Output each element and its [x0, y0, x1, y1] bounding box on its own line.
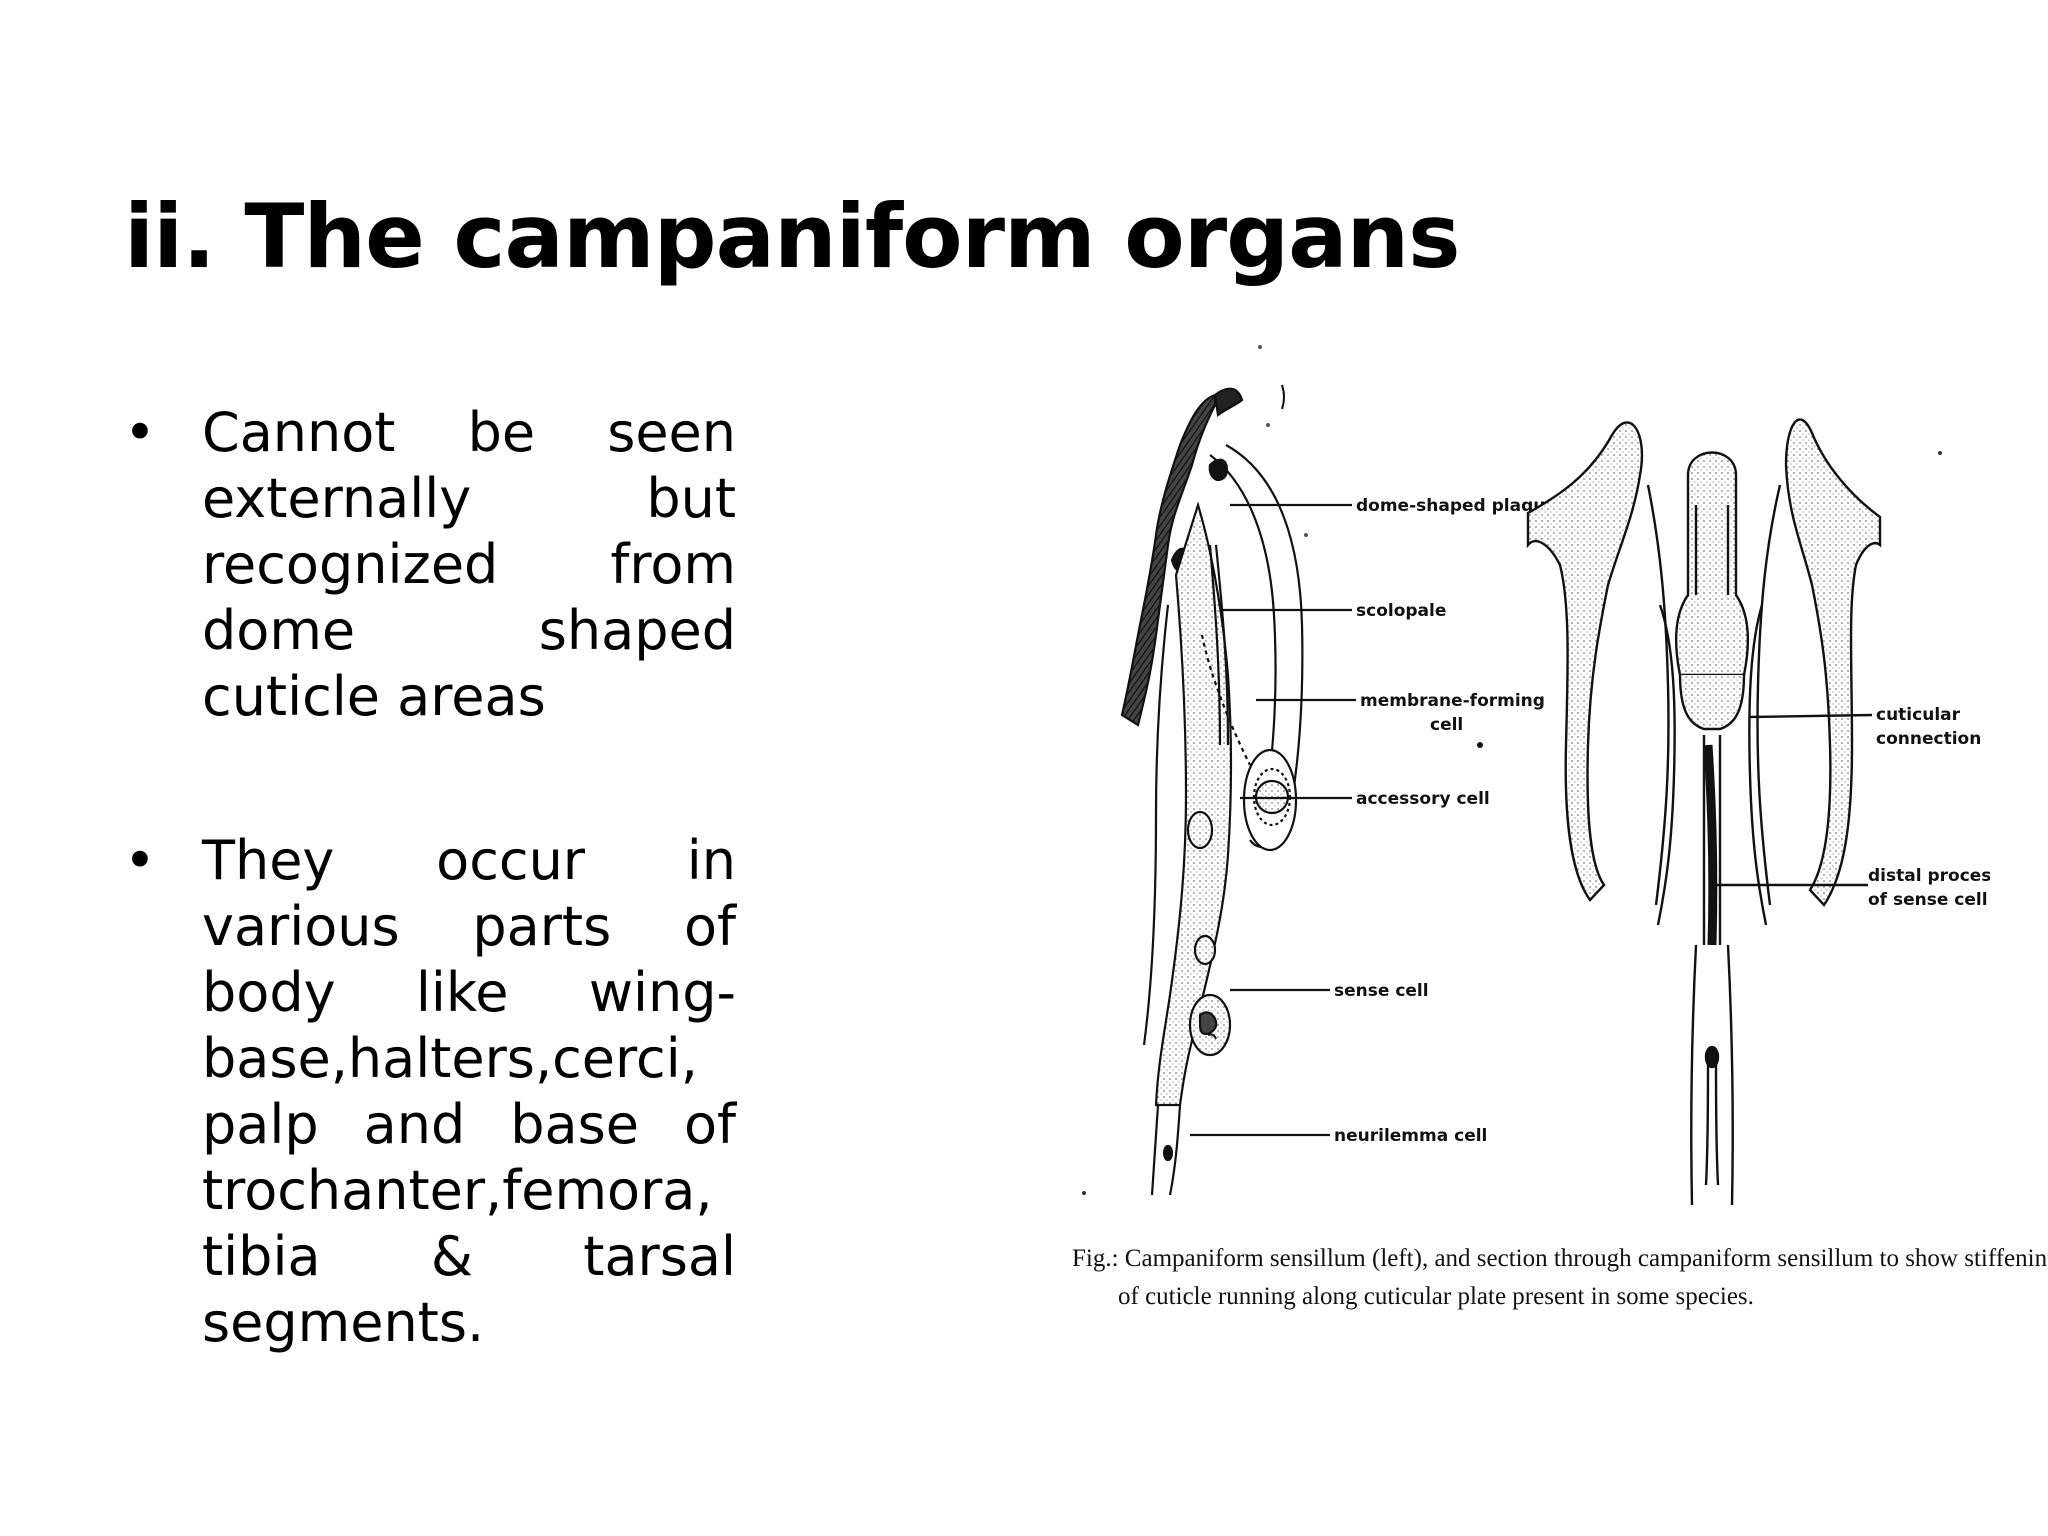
label-distal-process: distal process: [1868, 866, 1990, 886]
bullet-dot-icon: •: [124, 401, 156, 464]
label-dome-shaped-plaque: dome-shaped plaque: [1356, 496, 1557, 516]
caption-line-1: Fig.: Campaniform sensillum (left), and …: [1072, 1245, 2048, 1272]
left-labels: dome-shaped plaque scolopale membrane-fo…: [1334, 496, 1557, 1146]
campaniform-diagram: dome-shaped plaque scolopale membrane-fo…: [1082, 345, 1990, 1206]
campaniform-figure: dome-shaped plaque scolopale membrane-fo…: [1060, 345, 2048, 1325]
label-membrane-forming-cell-2: cell: [1430, 715, 1463, 735]
right-labels: cuticular connection distal process of s…: [1868, 705, 1990, 910]
left-sensillum-drawing: [1082, 345, 1483, 1196]
stiffening-rod: [1702, 735, 1722, 945]
central-dome: [1674, 451, 1750, 677]
cuticle-strip: [1120, 393, 1217, 727]
label-neurilemma-cell: neurilemma cell: [1334, 1126, 1487, 1146]
right-section-drawing: [1526, 418, 1942, 1206]
slide-title: ii. The campaniform organs: [124, 184, 1461, 288]
bullet-text: They occur in various parts of body like…: [202, 829, 736, 1354]
caption-line-2: of cuticle running along cuticular plate…: [1118, 1283, 1754, 1310]
right-cuticle-wing: [1784, 418, 1882, 907]
figure-caption: Fig.: Campaniform sensillum (left), and …: [1072, 1240, 2048, 1316]
bullet-item: • They occur in various parts of body li…: [124, 828, 736, 1356]
label-distal-process-2: of sense cell: [1868, 890, 1988, 910]
bullet-item: • Cannot be seen externally but recogniz…: [124, 400, 736, 730]
bullet-list: • Cannot be seen externally but recogniz…: [124, 400, 736, 1356]
label-cuticular-connection: cuticular: [1876, 705, 1961, 725]
dome-plaque: [1213, 387, 1244, 417]
bullet-dot-icon: •: [124, 829, 156, 892]
label-sense-cell: sense cell: [1334, 981, 1429, 1001]
label-membrane-forming-cell: membrane-forming: [1360, 691, 1545, 711]
bullet-text: Cannot be seen externally but recognized…: [202, 401, 736, 728]
left-cuticle-wing: [1526, 421, 1644, 902]
label-scolopale: scolopale: [1356, 601, 1446, 621]
label-cuticular-connection-2: connection: [1876, 729, 1981, 749]
label-accessory-cell: accessory cell: [1356, 789, 1490, 809]
